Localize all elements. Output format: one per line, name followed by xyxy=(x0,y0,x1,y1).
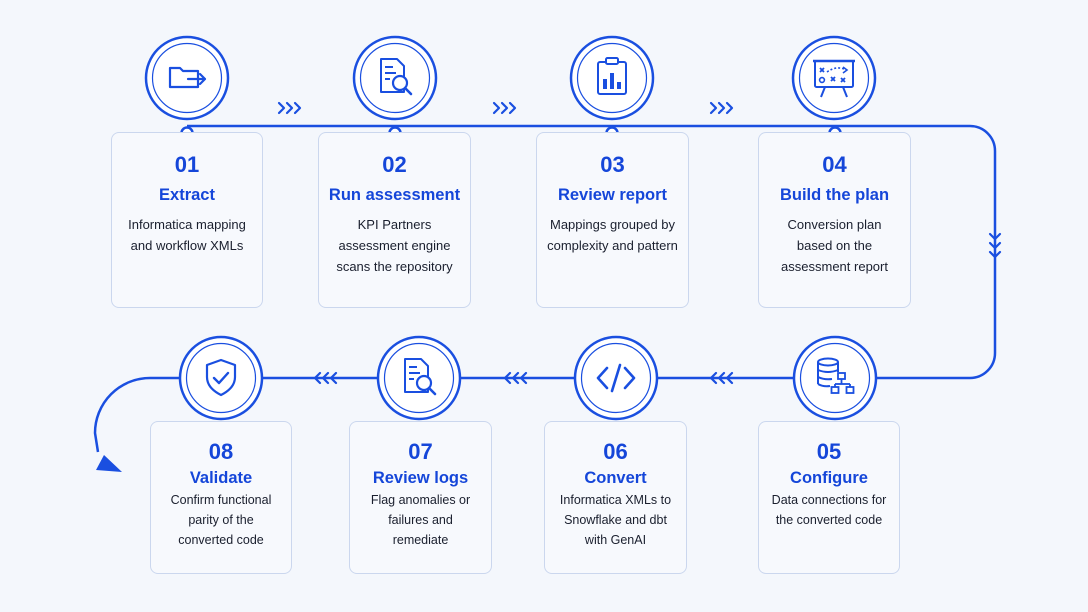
step-6-icon-circle xyxy=(573,335,659,421)
step-card-01: 01 Extract Informatica mapping and workf… xyxy=(111,132,263,308)
log-search-icon xyxy=(376,335,462,421)
step-number: 07 xyxy=(408,439,433,464)
description-line: complexity and pattern xyxy=(547,238,678,253)
step-2-icon-circle xyxy=(352,35,438,121)
step-number: 08 xyxy=(208,439,234,464)
step-card-02: 02 Run assessment KPI Partners assessmen… xyxy=(318,132,471,308)
description-line: based on the xyxy=(796,238,873,253)
step-title: Configure xyxy=(790,469,868,487)
description-line: Conversion plan xyxy=(787,217,882,232)
description-line: Snowflake and dbt xyxy=(564,513,667,527)
step-card-04: 04 Build the plan Conversion plan based … xyxy=(758,132,911,308)
description-line: assessment report xyxy=(781,259,888,274)
step-title: Build the plan xyxy=(779,186,890,204)
code-icon xyxy=(573,335,659,421)
step-description: KPI Partners assessment engine scans the… xyxy=(323,214,466,277)
description-line: failures and xyxy=(388,513,453,527)
step-description: Mappings grouped by complexity and patte… xyxy=(541,214,684,256)
bottom-flow-line xyxy=(93,376,835,453)
step-description: Confirm functional parity of the convert… xyxy=(155,490,287,550)
chevrons-left-1 xyxy=(709,371,734,385)
description-line: Informatica XMLs to xyxy=(559,493,672,507)
description-line: Data connections for xyxy=(771,493,887,507)
description-line: Mappings grouped by xyxy=(549,217,676,232)
description-line: with GenAI xyxy=(584,533,647,547)
step-title: Extract xyxy=(159,186,215,204)
chevrons-right-1 xyxy=(277,101,302,115)
database-network-icon xyxy=(792,335,878,421)
description-line: Confirm functional xyxy=(170,493,272,507)
folder-export-icon xyxy=(144,35,230,121)
description-line: assessment engine xyxy=(338,238,451,253)
step-title: Convert xyxy=(584,469,647,487)
strategy-board-icon xyxy=(791,35,877,121)
step-8-icon-circle xyxy=(178,335,264,421)
description-line: parity of the xyxy=(188,513,254,527)
step-number: 02 xyxy=(382,152,407,177)
description-line: converted code xyxy=(178,533,264,547)
step-card-03: 03 Review report Mappings grouped by com… xyxy=(536,132,689,308)
top-flow-line xyxy=(187,124,997,380)
step-number: 03 xyxy=(600,152,625,177)
description-line: KPI Partners xyxy=(357,217,432,232)
step-title: Review report xyxy=(557,186,668,204)
step-description: Data connections for the converted code xyxy=(763,490,895,530)
step-card-07: 07 Review logs Flag anomalies or failure… xyxy=(349,421,492,574)
step-number: 05 xyxy=(816,439,842,464)
connector-dots xyxy=(180,126,842,140)
step-title: Review logs xyxy=(372,469,469,487)
step-4-icon-circle xyxy=(791,35,877,121)
description-line: Informatica mapping xyxy=(128,217,246,232)
step-card-06: 06 Convert Informatica XMLs to Snowflake… xyxy=(544,421,687,574)
chevrons-left-2 xyxy=(503,371,528,385)
chevrons-down xyxy=(988,232,1002,259)
step-card-05: 05 Configure Data connections for the co… xyxy=(758,421,900,574)
chevrons-right-3 xyxy=(709,101,734,115)
step-1-icon-circle xyxy=(144,35,230,121)
step-3-icon-circle xyxy=(569,35,655,121)
description-line: and workflow XMLs xyxy=(130,238,244,253)
step-number: 01 xyxy=(174,152,200,177)
step-title: Validate xyxy=(189,469,253,487)
end-arrowhead xyxy=(96,455,122,472)
chevrons-left-3 xyxy=(313,371,338,385)
step-description: Informatica mapping and workflow XMLs xyxy=(116,214,258,256)
clipboard-chart-icon xyxy=(569,35,655,121)
chevrons-right-2 xyxy=(492,101,517,115)
step-number: 04 xyxy=(822,152,847,177)
step-7-icon-circle xyxy=(376,335,462,421)
step-description: Flag anomalies or failures and remediate xyxy=(354,490,487,550)
shield-check-icon xyxy=(178,335,264,421)
step-description: Conversion plan based on the assessment … xyxy=(763,214,906,277)
step-card-08: 08 Validate Confirm functional parity of… xyxy=(150,421,292,574)
description-line: Flag anomalies or xyxy=(370,493,471,507)
description-line: remediate xyxy=(392,533,449,547)
step-title: Run assessment xyxy=(328,186,461,204)
description-line: scans the repository xyxy=(336,259,453,274)
step-description: Informatica XMLs to Snowflake and dbt wi… xyxy=(549,490,682,550)
step-number: 06 xyxy=(603,439,628,464)
description-line: the converted code xyxy=(775,513,883,527)
step-5-icon-circle xyxy=(792,335,878,421)
document-search-icon xyxy=(352,35,438,121)
